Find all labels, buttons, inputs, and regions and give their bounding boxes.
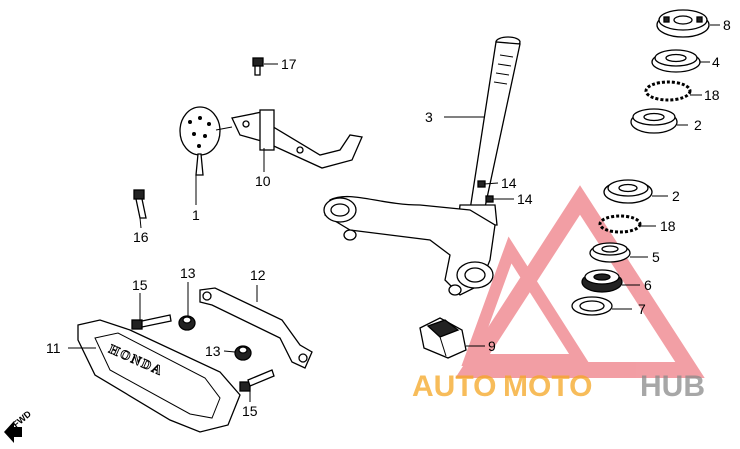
callout-2-upper: 2 [694,117,702,133]
front-emblem: HONDA [77,319,241,433]
watermark-moto: MOTO [503,370,592,403]
callout-10: 10 [255,173,271,189]
callout-6: 6 [644,277,652,293]
race-4 [651,49,701,73]
callout-13-lower: 13 [205,343,221,359]
callout-2-lower: 2 [672,188,680,204]
bolt-15-lower [239,369,275,392]
callout-9: 9 [488,338,496,354]
bolt-16 [133,189,147,219]
nut-13-lower [234,345,252,361]
callout-17: 17 [281,56,297,72]
horn-bracket [231,109,363,169]
horn [179,106,233,176]
nut-13-upper [178,315,196,331]
steering-stem [323,36,521,296]
callout-15-lower: 15 [242,403,258,419]
callout-8: 8 [723,17,731,33]
seal-6 [581,269,623,293]
washer-7 [571,296,613,316]
watermark-text: AUTO MOTO HUB [412,370,705,403]
race-2-top [630,108,678,134]
callout-1: 1 [192,207,200,223]
top-nut-8 [656,9,710,38]
callout-labels: 3 14 14 8 4 18 2 2 18 5 6 7 9 17 1 10 16… [46,17,731,419]
fwd-arrow-icon: FWD [4,408,33,443]
leader-lines [68,24,720,402]
callout-14-upper: 14 [501,175,517,191]
race-5 [589,242,631,263]
watermark-logo [455,185,705,378]
cable-guide-9 [419,317,467,359]
callout-15-upper: 15 [132,277,148,293]
fwd-label: FWD [11,408,34,429]
callout-4: 4 [712,54,720,70]
callout-16: 16 [133,229,149,245]
race-2-bottom [603,179,653,204]
emblem-bracket [199,287,313,369]
callout-7: 7 [638,301,646,317]
callout-11: 11 [46,340,61,356]
bolt-15-upper [131,314,172,330]
bolt-17 [252,57,264,76]
callout-18-lower: 18 [660,218,676,234]
callout-14-lower: 14 [517,191,533,207]
watermark-auto: AUTO [412,370,496,403]
callout-5: 5 [652,249,660,265]
balls-18-bottom [598,214,642,234]
callout-3: 3 [425,109,433,125]
callout-12: 12 [250,267,266,283]
callout-13-upper: 13 [180,265,196,281]
watermark-hub: HUB [640,370,705,403]
callout-18-upper: 18 [704,87,720,103]
balls-18-top [644,80,692,102]
